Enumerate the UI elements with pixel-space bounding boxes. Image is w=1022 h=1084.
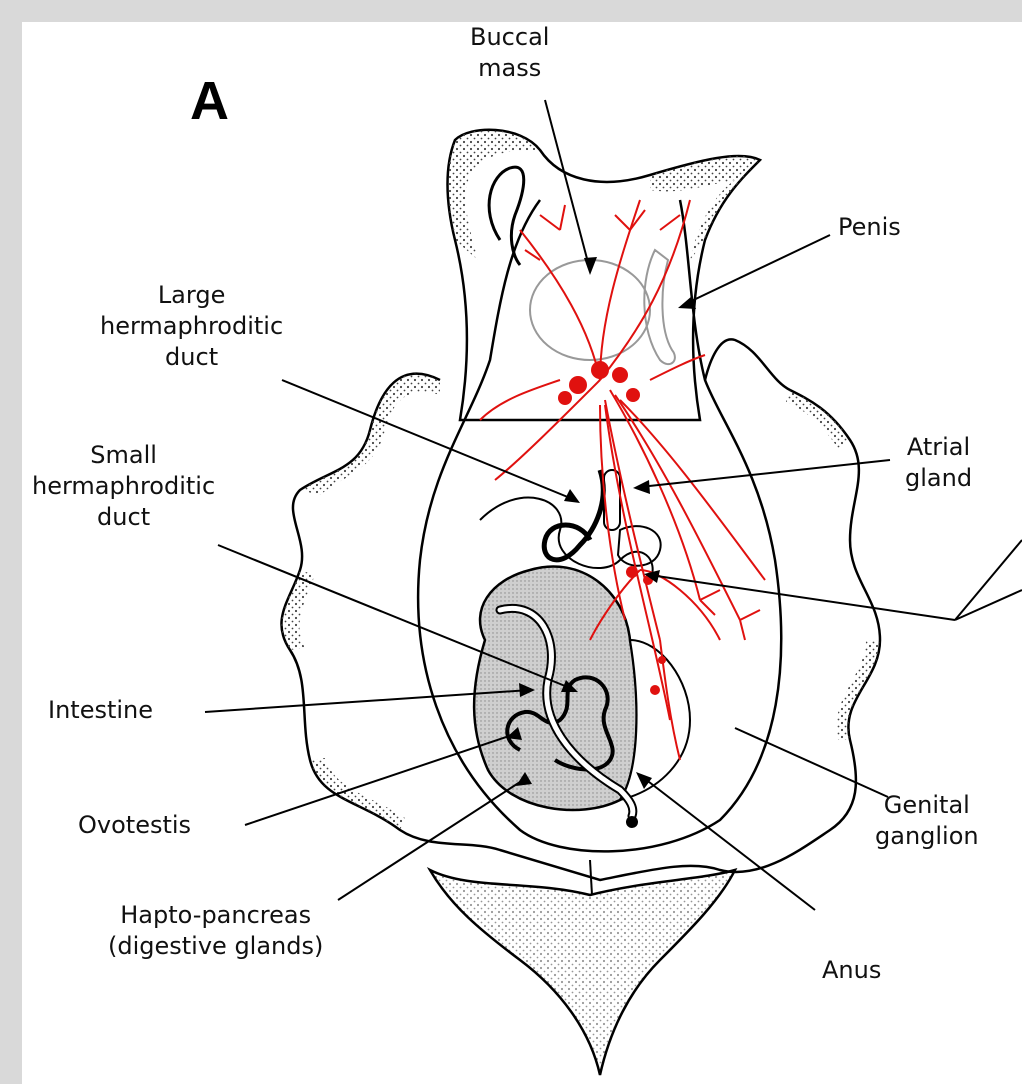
label-genital-ganglion-line1: Genital: [875, 790, 979, 821]
label-hapto-pancreas: Hapto-pancreas (digestive glands): [108, 900, 323, 962]
label-penis: Penis: [838, 212, 901, 243]
head-stipple: [448, 130, 541, 260]
label-anus: Anus: [822, 955, 881, 986]
label-large-herm-duct: Large hermaphroditic duct: [100, 280, 283, 373]
tail-outline: [430, 870, 735, 1075]
tail-midline: [590, 860, 592, 895]
label-genital-ganglion-line2: ganglion: [875, 821, 979, 852]
left-tentacle: [489, 167, 524, 265]
label-buccal-mass-line2: mass: [470, 53, 549, 84]
label-large-herm-duct-line3: duct: [100, 342, 283, 373]
label-small-herm-duct: Small hermaphroditic duct: [32, 440, 215, 533]
label-intestine: Intestine: [48, 695, 153, 726]
anus-marker: [626, 816, 638, 828]
label-hapto-pancreas-line2: (digestive glands): [108, 931, 323, 962]
label-large-herm-duct-line1: Large: [100, 280, 283, 311]
herm-duct-large: [544, 470, 603, 560]
label-small-herm-duct-line1: Small: [32, 440, 215, 471]
label-atrial-gland-line1: Atrial: [905, 432, 972, 463]
label-large-herm-duct-line2: hermaphroditic: [100, 311, 283, 342]
label-buccal-mass: Buccal mass: [470, 22, 549, 84]
label-atrial-gland: Atrial gland: [905, 432, 972, 494]
label-small-herm-duct-line2: hermaphroditic: [32, 471, 215, 502]
label-buccal-mass-line1: Buccal: [470, 22, 549, 53]
label-atrial-gland-line2: gland: [905, 463, 972, 494]
label-hapto-pancreas-line1: Hapto-pancreas: [108, 900, 323, 931]
label-ovotestis: Ovotestis: [78, 810, 191, 841]
label-small-herm-duct-line3: duct: [32, 502, 215, 533]
panel-letter: A: [190, 70, 229, 132]
label-genital-ganglion: Genital ganglion: [875, 790, 979, 852]
